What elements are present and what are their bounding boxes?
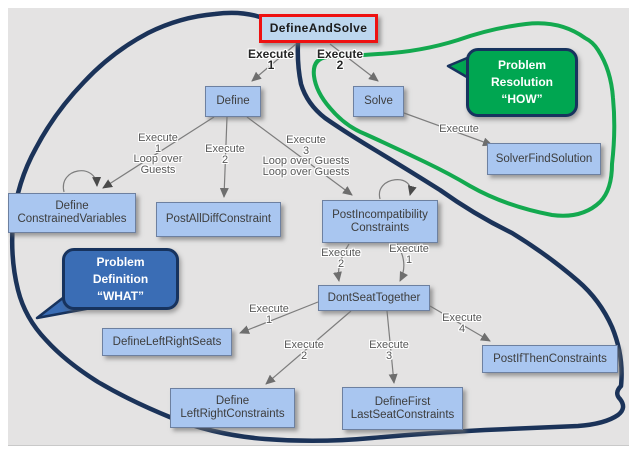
edge-root-to-define <box>251 43 297 82</box>
edge-pic-to-dontseattogether-2 <box>333 243 350 282</box>
edge-define-to-constrainedvariables <box>102 116 215 189</box>
node-define-constrained-variables[interactable]: Define ConstrainedVariables <box>8 193 136 233</box>
callout-line: Definition <box>92 271 149 286</box>
edge-pic-to-dontseattogether-1 <box>396 243 409 282</box>
node-solver-find-solution[interactable]: SolverFindSolution <box>487 143 601 175</box>
node-label: DefineAndSolve <box>269 21 368 35</box>
callout-line: Problem <box>96 254 145 269</box>
problem-resolution-callout: Problem Resolution “HOW” <box>466 48 578 117</box>
node-define[interactable]: Define <box>205 86 261 117</box>
callout-line: “WHAT” <box>96 288 145 303</box>
node-label: PostIfThenConstraints <box>493 352 607 365</box>
edge-dst-to-defineleftrightseats <box>239 301 319 334</box>
node-label: Solve <box>364 95 393 107</box>
node-define-left-right-constraints[interactable]: Define LeftRightConstraints <box>170 388 295 428</box>
problem-definition-callout: Problem Definition “WHAT” <box>62 248 179 310</box>
edge-root-to-solve <box>329 43 379 82</box>
node-define-first-last-seat-constraints[interactable]: DefineFirst LastSeatConstraints <box>342 387 463 430</box>
edge-solve-to-solverfindsolution <box>403 112 493 147</box>
edge-dst-to-leftrightconstraints <box>265 310 352 385</box>
node-post-all-diff-constraint[interactable]: PostAllDiffConstraint <box>156 202 281 237</box>
edge-dst-to-postifthenconstraints <box>429 305 491 342</box>
edge-define-to-postincompatibility <box>246 116 353 196</box>
callout-line: “HOW” <box>501 92 543 106</box>
what-region-outline <box>9 10 626 444</box>
node-label: PostAllDiffConstraint <box>165 213 272 225</box>
node-dont-seat-together[interactable]: DontSeatTogether <box>318 285 430 311</box>
node-define-and-solve[interactable]: DefineAndSolve <box>259 14 378 43</box>
node-label: ConstrainedVariables <box>17 213 127 225</box>
node-label: Define <box>55 200 89 212</box>
node-label: LeftRightConstraints <box>180 408 285 420</box>
callout-line: Resolution <box>491 75 553 89</box>
node-label: DefineFirst <box>374 395 431 408</box>
self-loop-postincompatibility <box>378 179 417 200</box>
edge-dst-to-firstlastseatconstraints <box>386 310 398 384</box>
node-label: DefineLeftRightSeats <box>112 335 222 348</box>
node-label: Constraints <box>350 221 410 234</box>
node-label: Define <box>216 95 250 107</box>
node-post-incompatibility-constraints[interactable]: PostIncompatibility Constraints <box>322 200 438 243</box>
node-solve[interactable]: Solve <box>353 86 404 117</box>
node-label: Define <box>215 395 250 407</box>
node-define-left-right-seats[interactable]: DefineLeftRightSeats <box>102 328 232 356</box>
node-label: PostIncompatibility <box>332 208 428 221</box>
callout-line: Problem <box>497 58 546 72</box>
node-label: SolverFindSolution <box>495 152 593 165</box>
node-label: LastSeatConstraints <box>350 408 455 421</box>
edge-define-to-postalldiff <box>219 116 229 198</box>
how-region-outline <box>311 21 617 218</box>
edge-label-solve-to-solverfindsolution: Execute <box>439 123 479 135</box>
self-loop-constrainedvariables <box>62 170 102 193</box>
node-label: DontSeatTogether <box>327 291 421 304</box>
node-post-if-then-constraints[interactable]: PostIfThenConstraints <box>482 345 618 373</box>
